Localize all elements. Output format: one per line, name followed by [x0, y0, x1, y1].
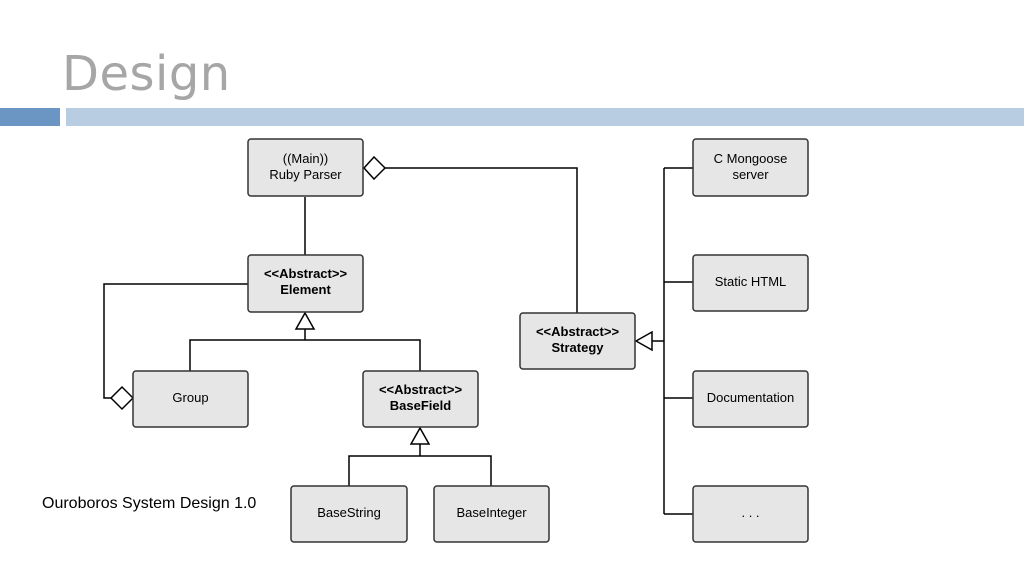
box-more: . . . — [692, 485, 809, 543]
box-group: Group — [132, 370, 249, 428]
inheritance-triangle-strategy — [634, 330, 653, 352]
inheritance-triangle-basefield — [409, 426, 431, 445]
slide-title: Design — [62, 46, 231, 102]
title-accent-bar — [0, 108, 60, 126]
box-ruby-parser: ((Main)) Ruby Parser — [247, 138, 364, 197]
box-strategy: <<Abstract>> Strategy — [519, 312, 636, 370]
basefield-inheritance-line — [348, 444, 492, 487]
group-name: Group — [172, 390, 208, 405]
c-mongoose-line1: C Mongoose — [714, 151, 788, 166]
ruby-parser-stereotype: ((Main)) — [283, 151, 329, 166]
static-html-name: Static HTML — [715, 274, 787, 289]
aggregation-diamond-parser — [362, 155, 387, 181]
element-stereotype: <<Abstract>> — [264, 266, 348, 281]
ruby-parser-name: Ruby Parser — [269, 167, 342, 182]
box-documentation: Documentation — [692, 370, 809, 428]
box-c-mongoose: C Mongoose server — [692, 138, 809, 197]
basestring-name: BaseString — [317, 505, 381, 520]
basefield-stereotype: <<Abstract>> — [379, 382, 463, 397]
box-element: <<Abstract>> Element — [247, 254, 364, 313]
aggregation-diamond-group — [109, 385, 135, 411]
inheritance-triangle-element — [294, 311, 316, 330]
title-underline-bar — [66, 108, 1024, 126]
more-ellipsis: . . . — [741, 505, 759, 520]
group-to-element-line — [103, 283, 248, 399]
c-mongoose-line2: server — [732, 167, 769, 182]
parser-to-strategy-line — [385, 167, 578, 313]
element-inheritance-line — [189, 329, 421, 371]
documentation-name: Documentation — [707, 390, 794, 405]
element-name: Element — [280, 282, 331, 297]
box-basestring: BaseString — [290, 485, 408, 543]
connectors — [103, 167, 693, 515]
box-baseinteger: BaseInteger — [433, 485, 550, 543]
baseinteger-name: BaseInteger — [456, 505, 527, 520]
box-basefield: <<Abstract>> BaseField — [362, 370, 479, 428]
strategy-name: Strategy — [551, 340, 604, 355]
strategy-implementations-line — [652, 167, 693, 515]
diagram-caption: Ouroboros System Design 1.0 — [42, 495, 257, 512]
connector-heads — [109, 155, 653, 445]
box-static-html: Static HTML — [692, 254, 809, 312]
basefield-name: BaseField — [390, 398, 451, 413]
strategy-stereotype: <<Abstract>> — [536, 324, 620, 339]
